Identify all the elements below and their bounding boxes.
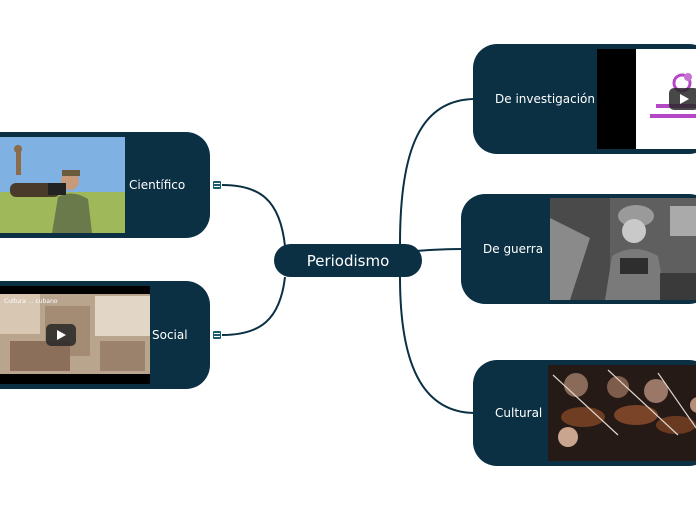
node-de-investigacion[interactable]: De investigación xyxy=(473,44,696,154)
node-de-investigacion-label: De investigación xyxy=(495,92,596,106)
connector-investigacion xyxy=(399,98,475,245)
connector-cientifico xyxy=(221,184,286,247)
node-social[interactable]: Cultura ... cubano Social xyxy=(0,281,210,389)
connector-social xyxy=(221,276,286,336)
connector-cultural xyxy=(399,276,475,414)
central-topic-periodismo[interactable]: Periodismo xyxy=(274,244,422,277)
havana-photo-icon xyxy=(0,294,150,384)
photo-orchestra xyxy=(548,365,696,461)
collapse-toggle-cientifico[interactable] xyxy=(212,180,222,190)
photographer-photo-icon xyxy=(0,137,125,233)
social-video-caption: Cultura ... cubano xyxy=(4,298,58,305)
node-social-label: Social xyxy=(152,328,188,342)
video-play-icon[interactable] xyxy=(46,324,76,346)
node-de-guerra-label: De guerra xyxy=(483,242,544,256)
violin-photo-icon xyxy=(548,365,696,461)
node-de-guerra[interactable]: De guerra xyxy=(461,194,696,304)
node-cultural[interactable]: Cultural xyxy=(473,360,696,466)
video-play-icon[interactable] xyxy=(669,88,696,110)
central-topic-label: Periodismo xyxy=(306,251,390,270)
photo-war-soldier xyxy=(550,198,696,300)
thumbnail-investigacion[interactable] xyxy=(597,49,696,149)
thumbnail-social-video[interactable]: Cultura ... cubano xyxy=(0,286,150,384)
collapse-toggle-social[interactable] xyxy=(212,330,222,340)
node-cultural-label: Cultural xyxy=(495,406,543,420)
node-cientifico-label: Científico xyxy=(129,178,186,192)
node-cientifico[interactable]: Científico xyxy=(0,132,210,238)
photo-scientist-camera xyxy=(0,137,125,233)
soldier-photo-icon xyxy=(550,198,696,300)
